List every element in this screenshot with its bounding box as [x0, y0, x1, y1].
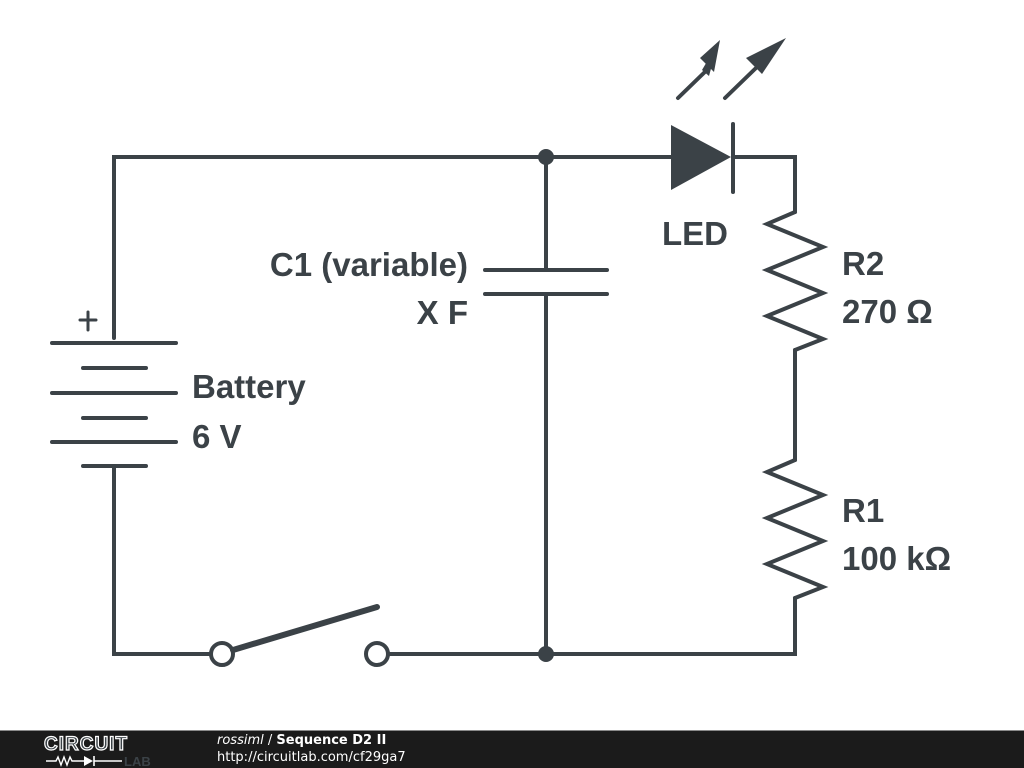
- logo-text-bottom: LAB: [124, 754, 151, 767]
- r1-value: 100 kΩ: [842, 540, 951, 577]
- schematic-canvas: Battery 6 V C1 (variable) X F LED R2 270…: [50, 38, 951, 667]
- circuit-url-link[interactable]: http://circuitlab.com/cf29ga7: [217, 750, 406, 765]
- led-symbol: [671, 38, 786, 194]
- junction-top: [538, 149, 554, 165]
- capacitor-label: C1 (variable): [270, 246, 468, 283]
- switch-terminal-right: [364, 641, 390, 667]
- wires: [112, 155, 797, 656]
- led-label: LED: [662, 215, 728, 252]
- capacitor-symbol: [483, 268, 609, 296]
- capacitor-value: X F: [417, 294, 468, 331]
- diode-triangle-icon: [671, 125, 731, 190]
- logo-diode-icon: [84, 756, 93, 766]
- r2-label: R2: [842, 245, 884, 282]
- footer-bar: CIRCUIT LAB rossiml / Sequence D2 II htt…: [0, 730, 1024, 768]
- light-emission-arrows-icon: [676, 38, 786, 100]
- battery-symbol: [50, 310, 178, 472]
- junction-bottom: [538, 646, 554, 662]
- wire-led-to-r2: [732, 155, 797, 214]
- wire-top-left: [112, 155, 674, 340]
- switch-symbol: [209, 604, 390, 667]
- circuit-title: Sequence D2 II: [276, 733, 387, 748]
- logo-resistor-icon: [46, 755, 84, 767]
- battery-value: 6 V: [192, 418, 242, 455]
- separator: /: [263, 733, 277, 748]
- resistor-r2-symbol: [761, 210, 829, 352]
- r1-label: R1: [842, 492, 884, 529]
- wire-bottom-left: [112, 464, 212, 656]
- r2-value: 270 Ω: [842, 293, 933, 330]
- footer-title-line: rossiml / Sequence D2 II: [217, 733, 386, 748]
- switch-terminal-left: [209, 641, 235, 667]
- author-link[interactable]: rossiml: [217, 733, 264, 748]
- plus-sign-icon: [78, 310, 98, 332]
- logo-text-top: CIRCUIT: [44, 734, 128, 755]
- resistor-r1-symbol: [761, 458, 829, 600]
- battery-label: Battery: [192, 368, 306, 405]
- wire-bottom-right: [388, 596, 797, 656]
- circuitlab-logo[interactable]: CIRCUIT LAB: [44, 733, 174, 767]
- switch-lever: [230, 604, 380, 653]
